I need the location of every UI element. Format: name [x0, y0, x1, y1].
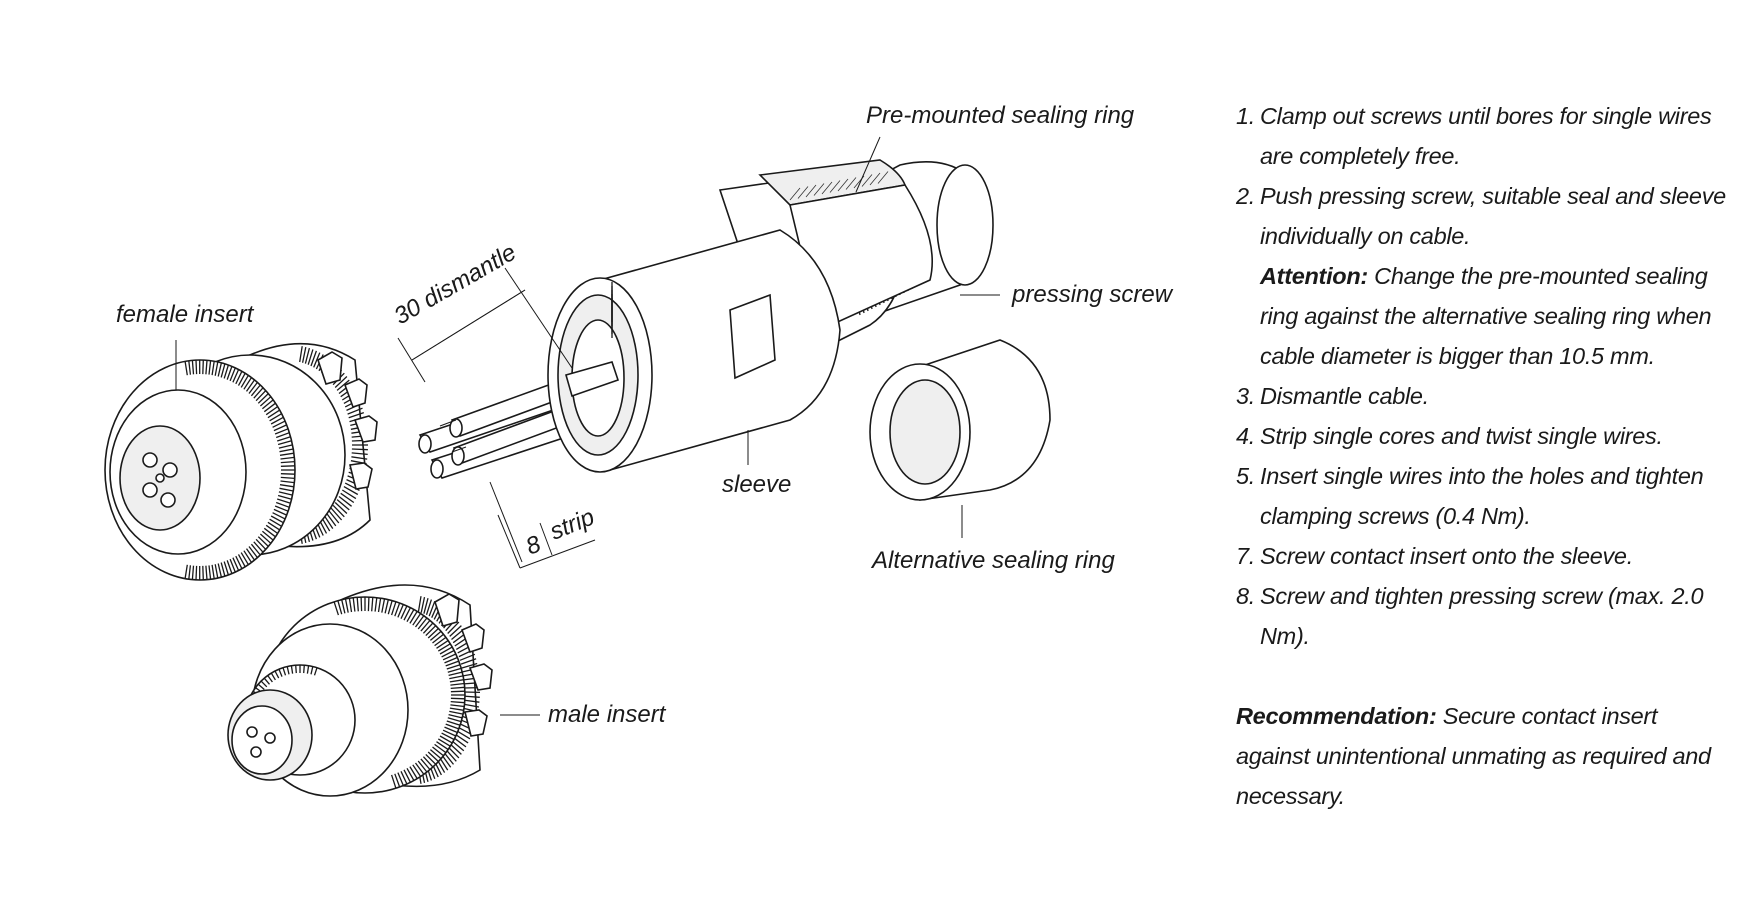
sleeve-assembly-illustration: [547, 159, 994, 473]
attention-note: Attention: Change the pre-mounted sealin…: [1236, 256, 1736, 376]
recommendation-label: Recommendation:: [1236, 703, 1437, 729]
step-number: 4.: [1236, 423, 1255, 449]
step-number: 7.: [1236, 543, 1255, 569]
recommendation-note: Recommendation: Secure contact insert ag…: [1236, 696, 1736, 816]
step-text: Dismantle cable.: [1260, 383, 1429, 409]
label-dismantle: 30 dismantle: [390, 239, 521, 330]
assembly-instructions: 1. Clamp out screws until bores for sing…: [1236, 96, 1736, 816]
step-5: 5. Insert single wires into the holes an…: [1236, 456, 1736, 536]
step-2: 2. Push pressing screw, suitable seal an…: [1236, 176, 1736, 256]
step-3: 3. Dismantle cable.: [1236, 376, 1736, 416]
label-strip: strip: [546, 504, 598, 546]
label-pre-mounted-sealing-ring: Pre-mounted sealing ring: [866, 102, 1135, 129]
attention-text: Change the pre-mounted sealing ring agai…: [1260, 263, 1712, 369]
step-number: 8.: [1236, 583, 1255, 609]
step-8: 8. Screw and tighten pressing screw (max…: [1236, 576, 1736, 656]
step-number: 3.: [1236, 383, 1255, 409]
step-number: 5.: [1236, 463, 1255, 489]
alternative-sealing-ring-illustration: [869, 339, 1051, 501]
label-female-insert: female insert: [116, 301, 255, 328]
label-male-insert: male insert: [548, 701, 667, 728]
label-pressing-screw: pressing screw: [1011, 281, 1174, 308]
step-text: Screw and tighten pressing screw (max. 2…: [1260, 583, 1704, 649]
step-text: Strip single cores and twist single wire…: [1260, 423, 1663, 449]
recommendation-text: Secure contact insert against unintentio…: [1236, 703, 1711, 809]
step-text: Insert single wires into the holes and t…: [1260, 463, 1704, 529]
step-text: Screw contact insert onto the sleeve.: [1260, 543, 1633, 569]
step-7: 7. Screw contact insert onto the sleeve.: [1236, 536, 1736, 576]
label-strip-number: 8: [522, 530, 545, 560]
label-alternative-sealing-ring: Alternative sealing ring: [870, 547, 1115, 574]
dimension-lines: [175, 136, 1000, 716]
step-1: 1. Clamp out screws until bores for sing…: [1236, 96, 1736, 176]
step-number: 2.: [1236, 183, 1255, 209]
label-sleeve: sleeve: [722, 471, 791, 498]
attention-label: Attention:: [1260, 263, 1368, 289]
step-text: Clamp out screws until bores for single …: [1260, 103, 1712, 169]
step-text: Push pressing screw, suitable seal and s…: [1260, 183, 1726, 249]
male-insert-illustration: [227, 584, 493, 797]
step-4: 4. Strip single cores and twist single w…: [1236, 416, 1736, 456]
female-insert-illustration: [104, 342, 378, 581]
step-number: 1.: [1236, 103, 1255, 129]
